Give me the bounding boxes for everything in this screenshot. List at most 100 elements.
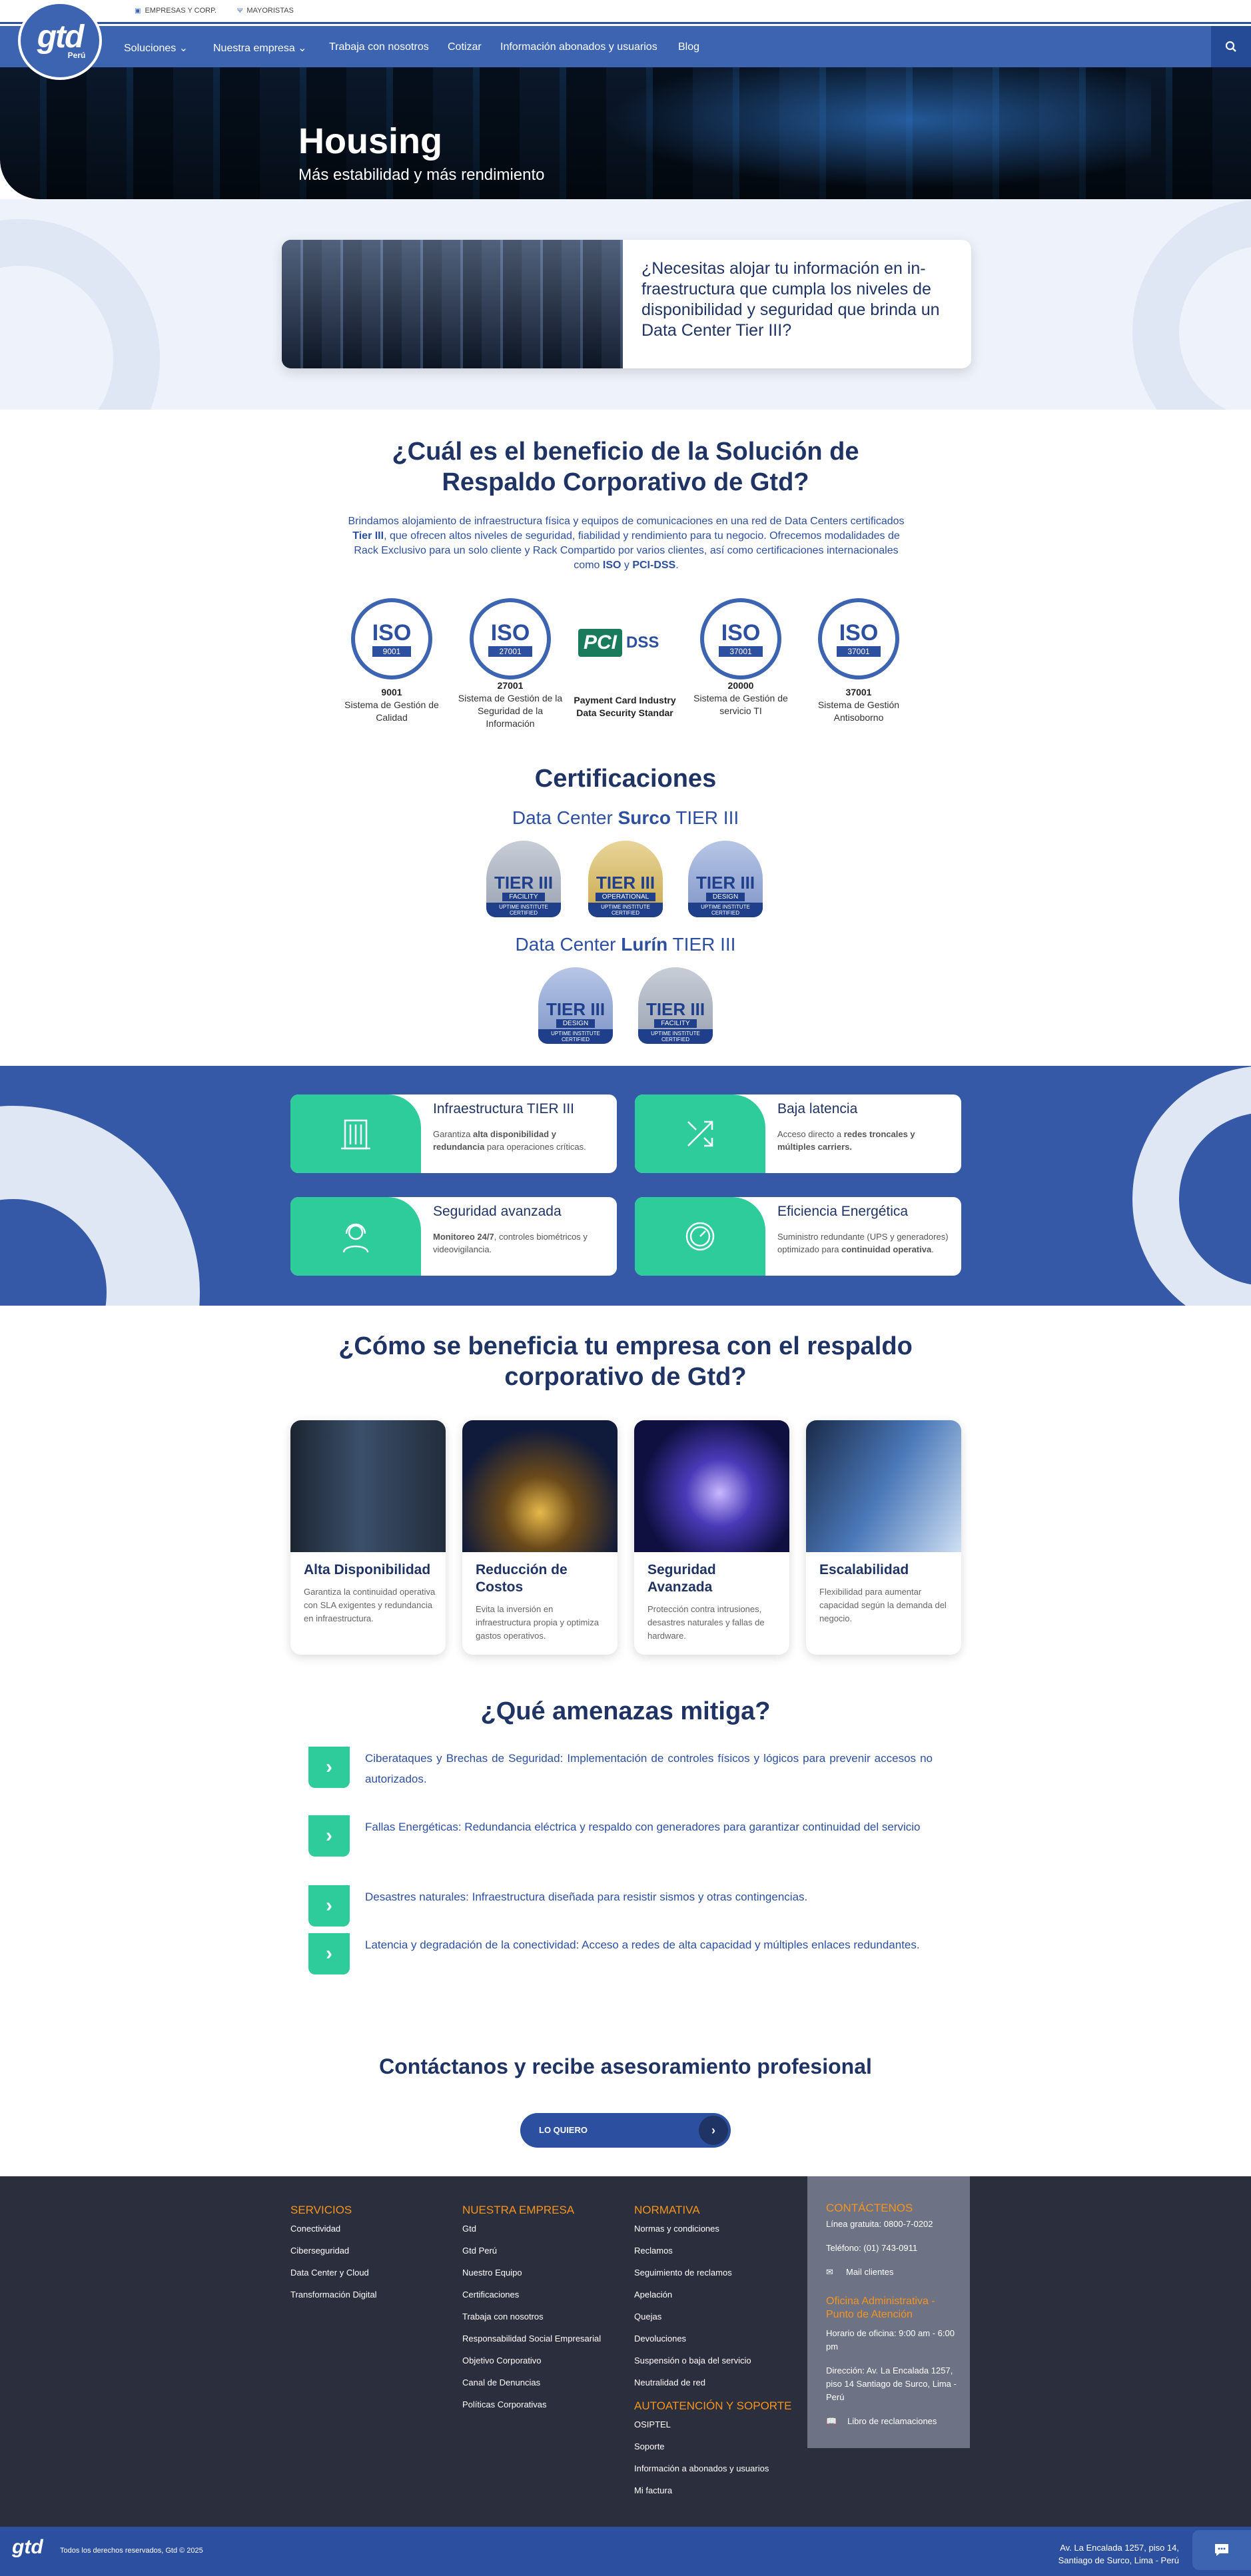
- footer-address: Av. La Encalada 1257, piso 14,Santiago d…: [1058, 2543, 1179, 2565]
- copyright: Todos los derechos reservados, Gtd © 202…: [60, 2547, 203, 2555]
- decor-ring-right: [1132, 1066, 1251, 1306]
- footer-link[interactable]: Apelación: [634, 2290, 673, 2300]
- nav-item-cotizar[interactable]: Cotizar: [448, 41, 482, 53]
- footer-link[interactable]: Ciberseguridad: [290, 2246, 350, 2256]
- feature-card-security: Seguridad avanzada Monitoreo 24/7, contr…: [290, 1197, 617, 1276]
- footer-link[interactable]: Trabaja con nosotros: [462, 2312, 544, 2322]
- hero-subtitle: Más estabilidad y más rendimiento: [298, 166, 545, 184]
- nav-item-trabaja[interactable]: Trabaja con nosotros: [329, 41, 429, 53]
- footer-link[interactable]: Transformación Digital: [290, 2290, 377, 2300]
- nav-item-informacion[interactable]: Información abonados y usuarios: [500, 41, 657, 53]
- footer: [0, 2176, 1251, 2527]
- footer-link[interactable]: Responsabilidad Social Empresarial: [462, 2334, 602, 2344]
- footer-link[interactable]: Normas y condiciones: [634, 2224, 719, 2234]
- footer-link[interactable]: Data Center y Cloud: [290, 2268, 369, 2278]
- footer-link[interactable]: Certificaciones: [462, 2290, 520, 2300]
- datacenter-image: [282, 240, 623, 368]
- footer-link[interactable]: OSIPTEL: [634, 2419, 671, 2429]
- gtd-logo[interactable]: gtd Perú: [18, 1, 102, 80]
- phone-free-line[interactable]: Línea gratuita: 0800-7-0202: [826, 2219, 933, 2229]
- benefit-card-scalability: Escalabilidad Flexibilidad para aumentar…: [806, 1420, 961, 1655]
- footer-link[interactable]: Reclamos: [634, 2246, 673, 2256]
- headset-icon: [342, 1223, 369, 1253]
- footer-col-servicios: SERVICIOS Conectividad Ciberseguridad Da…: [290, 2204, 377, 2300]
- footer-link[interactable]: Suspensión o baja del servicio: [634, 2356, 751, 2365]
- intro-text: ¿Necesitas alojar tu información en in-f…: [641, 259, 940, 340]
- footer-link[interactable]: Canal de Denuncias: [462, 2377, 541, 2387]
- search-button[interactable]: [1211, 26, 1251, 67]
- mail-link[interactable]: ✉Mail clientes: [826, 2266, 959, 2279]
- footer-link[interactable]: Políticas Corporativas: [462, 2399, 547, 2409]
- hero-glow: [552, 67, 1151, 199]
- feature-card-latency: Baja latencia Acceso directo a redes tro…: [635, 1094, 961, 1173]
- nav-item-blog[interactable]: Blog: [678, 41, 700, 53]
- feature-card-energy: Eficiencia Energética Suministro redunda…: [635, 1197, 961, 1276]
- footer-link[interactable]: Conectividad: [290, 2224, 341, 2234]
- certifications-title: Certificaciones: [534, 765, 717, 793]
- footer-link[interactable]: Mi factura: [634, 2485, 673, 2495]
- chevron-right-icon: ›: [308, 1933, 350, 1974]
- footer-logo[interactable]: gtd: [12, 2536, 43, 2558]
- bottom-bar: gtd Todos los derechos reservados, Gtd ©…: [0, 2527, 1251, 2576]
- team-photo: [806, 1420, 961, 1552]
- footer-link[interactable]: Gtd Perú: [462, 2246, 498, 2256]
- intro-card: ¿Necesitas alojar tu información en in-f…: [282, 240, 971, 368]
- footer-link[interactable]: Información a abonados y usuarios: [634, 2463, 769, 2473]
- chat-button[interactable]: [1192, 2530, 1251, 2570]
- phone-line[interactable]: Teléfono: (01) 743-0911: [826, 2243, 918, 2253]
- nav-item-nuestra-empresa[interactable]: Nuestra empresa ⌄: [213, 43, 307, 54]
- hero-title: Housing: [298, 121, 442, 161]
- chevron-right-icon: ›: [699, 2116, 728, 2145]
- lurin-subtitle: Data Center Lurín TIER III: [515, 934, 736, 955]
- benefit-description: Brindamos alojamiento de infraestructura…: [348, 516, 905, 571]
- book-icon: 📖: [826, 2416, 837, 2426]
- footer-link[interactable]: Gtd: [462, 2224, 476, 2234]
- gauge-icon: [685, 1222, 715, 1251]
- coins-photo: [462, 1420, 618, 1552]
- nav-item-soluciones[interactable]: Soluciones ⌄: [124, 43, 189, 54]
- footer-link[interactable]: Neutralidad de red: [634, 2377, 705, 2387]
- footer-link[interactable]: Objetivo Corporativo: [462, 2356, 542, 2365]
- feature-card-tier: Infraestructura TIER III Garantiza alta …: [290, 1094, 617, 1173]
- footer-col-empresa: NUESTRA EMPRESA Gtd Gtd Perú Nuestro Equ…: [462, 2204, 602, 2409]
- signal-icon: Ψ: [237, 7, 243, 15]
- search-icon: [1225, 41, 1236, 52]
- dna-photo: [634, 1420, 789, 1552]
- footer-link[interactable]: Devoluciones: [634, 2334, 687, 2344]
- lo-quiero-button[interactable]: LO QUIERO ›: [520, 2113, 731, 2148]
- decor-ring-left: [0, 219, 160, 410]
- footer-link[interactable]: Nuestro Equipo: [462, 2268, 522, 2278]
- cta-title: Contáctanos y recibe asesoramiento profe…: [379, 2054, 872, 2078]
- footer-link[interactable]: Quejas: [634, 2312, 662, 2322]
- footer-contact-box: CONTÁCTENOS Línea gratuita: 0800-7-0202 …: [807, 2176, 970, 2448]
- footer-link[interactable]: Seguimiento de reclamos: [634, 2268, 732, 2278]
- benefit-card-availability: Alta Disponibilidad Garantiza la continu…: [290, 1420, 446, 1655]
- mail-icon: ✉: [826, 2267, 833, 2277]
- person-photo: [290, 1420, 446, 1552]
- footer-link[interactable]: Soporte: [634, 2441, 665, 2451]
- complaints-book-link[interactable]: 📖Libro de reclamaciones: [826, 2415, 959, 2428]
- surco-subtitle: Data Center Surco TIER III: [512, 807, 739, 828]
- how-title: ¿Cómo se beneficia tu empresa con el res…: [338, 1332, 913, 1391]
- arrows-icon: [687, 1120, 713, 1147]
- chevron-right-icon: ›: [308, 1747, 350, 1788]
- decor-ring-right: [1132, 199, 1251, 410]
- benefit-card-costs: Reducción de Costos Evita la inversión e…: [462, 1420, 618, 1655]
- chevron-right-icon: ›: [308, 1885, 350, 1927]
- threats-title: ¿Qué amenazas mitiga?: [480, 1697, 771, 1725]
- topbar-link-empresas[interactable]: ▣EMPRESAS Y CORP.: [135, 7, 217, 15]
